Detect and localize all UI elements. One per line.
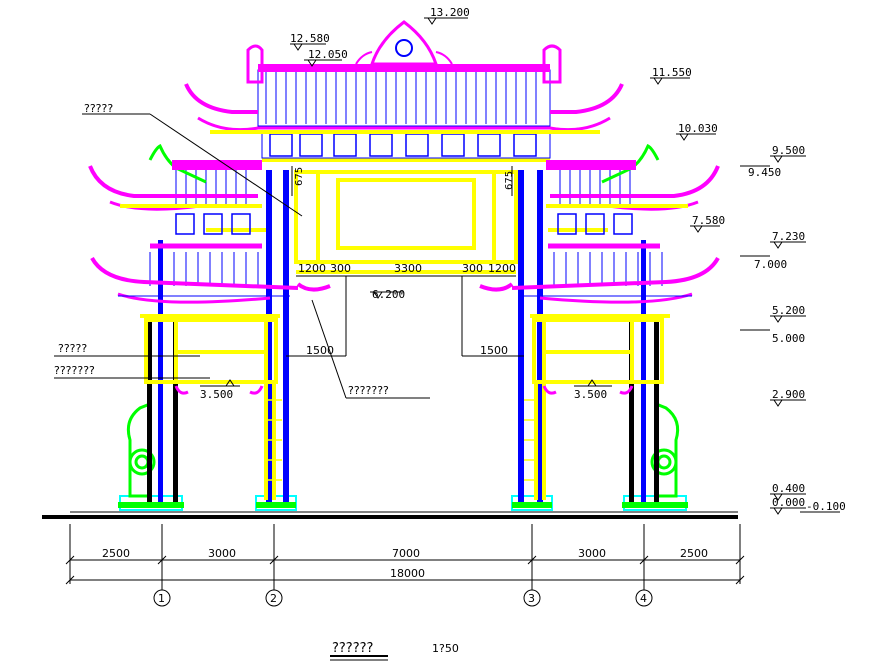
column-bases: [119, 495, 687, 511]
inner-dimension-lines: [286, 166, 524, 357]
drawing-title: ?????? 1?50: [330, 641, 459, 661]
right-lower-roof: [479, 243, 720, 318]
dim-1200-right: 1200: [488, 262, 516, 275]
elev-11550: 11.550: [652, 66, 692, 79]
elev-10030: 10.030: [678, 122, 718, 135]
elev-6200: 6.200: [372, 288, 405, 301]
label-arch-beam: ???????: [348, 384, 389, 397]
elev-5000: 5.000: [772, 332, 805, 345]
dim-span-4: 3000: [578, 547, 606, 560]
callout-leaders: [54, 113, 430, 399]
dim-span-2: 3000: [208, 547, 236, 560]
elev-12580: 12.580: [290, 32, 330, 45]
inner-dimension-texts: 675 675 1200 300 3300 300 1200 1500 1500: [294, 167, 516, 357]
columns: [147, 170, 659, 502]
grid-axis-3: 3: [528, 592, 535, 605]
elev-12050: 12.050: [308, 48, 348, 61]
elev-5200: 5.200: [772, 304, 805, 317]
drawing-title-name: ??????: [332, 641, 373, 656]
callout-labels: ????? ????? ??????? ???????: [54, 102, 389, 397]
elev-3500-right: 3.500: [574, 388, 607, 401]
elev-7000: 7.000: [754, 258, 787, 271]
elev-3500-left: 3.500: [200, 388, 233, 401]
dim-300-right: 300: [462, 262, 483, 275]
dim-span-1: 2500: [102, 547, 130, 560]
left-lower-roof: [90, 243, 331, 318]
grid-axes: 1 2 3 4: [153, 589, 653, 607]
grid-axis-1: 1: [158, 592, 165, 605]
ladder-panels: [268, 399, 538, 481]
ground: [42, 511, 738, 519]
dim-300-left: 300: [330, 262, 351, 275]
dim-total: 18000: [390, 567, 425, 580]
beams: [144, 158, 664, 500]
dim-675-right: 675: [504, 171, 515, 190]
drawing-scale: 1?50: [432, 642, 459, 655]
grid-axis-2: 2: [270, 592, 277, 605]
drum-stones: [126, 401, 680, 498]
main-roof: [184, 20, 624, 159]
label-main-roof: ?????: [84, 102, 113, 115]
base-plinths: [118, 502, 688, 508]
elev-0400: 0.400: [772, 482, 805, 495]
dim-1500-left: 1500: [306, 344, 334, 357]
bottom-dimension-texts: 2500 3000 7000 3000 2500 18000: [102, 547, 708, 580]
elev-9500: 9.500: [772, 144, 805, 157]
left-upper-roof: [88, 143, 262, 235]
elevation-labels: 13.200 12.580 12.050 11.550 10.030 9.500…: [200, 6, 846, 513]
elev-7580: 7.580: [692, 214, 725, 227]
dim-675-left: 675: [294, 167, 305, 186]
elevation-marks: [200, 17, 840, 515]
elev-9450: 9.450: [748, 166, 781, 179]
label-sub-beam: ???????: [54, 364, 95, 377]
dim-1200-left: 1200: [298, 262, 326, 275]
elev-13200: 13.200: [430, 6, 470, 19]
grid-axis-4: 4: [640, 592, 647, 605]
dim-span-5: 2500: [680, 547, 708, 560]
bottom-dimension-lines: [65, 524, 745, 590]
elev-0000: 0.000: [772, 496, 805, 509]
elev-7230: 7.230: [772, 230, 805, 243]
corbels: [174, 385, 634, 395]
label-beam: ?????: [58, 342, 87, 355]
right-upper-roof: [546, 143, 720, 235]
elev-minus-0100: -0.100: [806, 500, 846, 513]
dim-1500-right: 1500: [480, 344, 508, 357]
dim-3300: 3300: [394, 262, 422, 275]
elev-2900: 2.900: [772, 388, 805, 401]
dim-span-3: 7000: [392, 547, 420, 560]
